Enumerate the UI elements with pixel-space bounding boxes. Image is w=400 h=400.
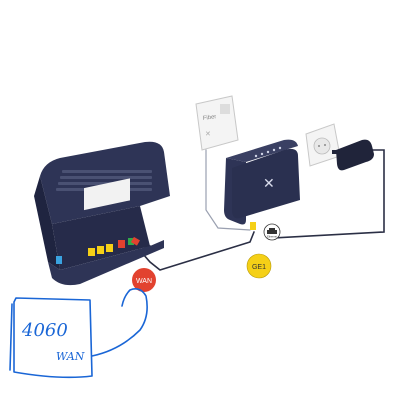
ont-ge1-port	[250, 222, 256, 230]
annotation-line-2: WAN	[56, 350, 85, 363]
ethernet-icon-label: Ethernet	[267, 235, 277, 239]
wan-badge-text: WAN	[136, 278, 152, 285]
annotation-arrow	[91, 288, 148, 357]
annotation-box	[9, 297, 93, 379]
fiber-outlet-x-mark: ✕	[205, 131, 211, 138]
power-adapter	[332, 139, 374, 171]
fiber-outlet: Fiber ✕	[195, 95, 239, 151]
router-label-sticker	[84, 178, 130, 211]
router	[34, 141, 170, 286]
router-stand	[48, 240, 164, 286]
fiber-outlet-body	[195, 95, 239, 151]
port-green	[128, 238, 134, 245]
router-ports	[56, 236, 140, 264]
power-adapter-body	[336, 139, 374, 171]
port-yellow-3	[106, 244, 113, 252]
power-adapter-prong	[332, 150, 338, 154]
ont-top	[226, 139, 298, 162]
handwritten-annotation	[9, 288, 148, 379]
wall-socket-outlet	[313, 137, 331, 155]
annotation-line-1: 4060	[21, 320, 68, 341]
ont-leds	[254, 146, 282, 158]
ont-logo-icon: ✕	[263, 175, 275, 191]
ge1-badge-text: GE1	[252, 264, 266, 271]
wan-cable	[135, 231, 255, 271]
wan-badge: WAN	[132, 268, 156, 292]
port-yellow-1	[88, 248, 95, 256]
port-blue	[56, 256, 62, 264]
ge1-badge: GE1	[246, 253, 272, 279]
ont-face	[232, 148, 300, 219]
port-yellow-2	[97, 246, 104, 254]
fiber-outlet-vent	[220, 104, 230, 114]
ont-box: ✕	[224, 139, 300, 230]
ethernet-icon: Ethernet	[263, 223, 281, 241]
router-back-panel	[52, 206, 150, 270]
wall-socket	[305, 123, 341, 167]
wan-plug	[130, 236, 140, 246]
router-side	[34, 176, 60, 270]
port-red	[118, 240, 125, 248]
fiber-cable	[205, 149, 251, 231]
fiber-outlet-label: Fiber	[202, 114, 216, 122]
